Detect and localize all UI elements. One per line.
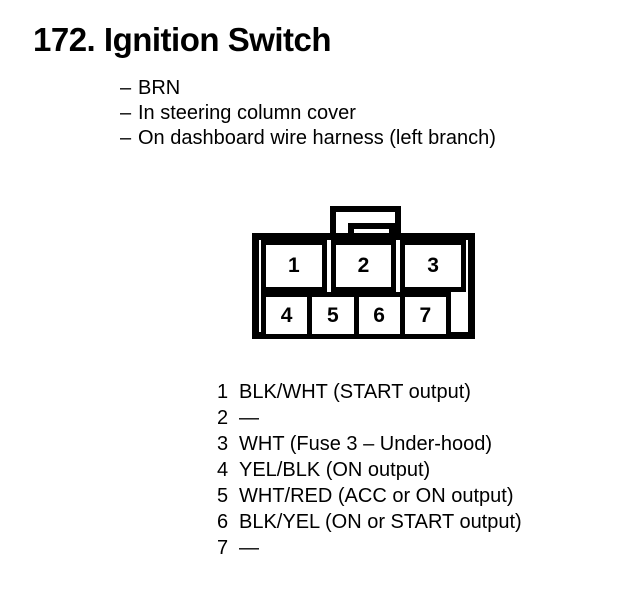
connector-pin-cell-7: 7 [399,292,451,339]
spec-list-item-label: BRN [138,77,181,99]
connector-pin-cell-2: 2 [330,240,397,292]
pin-legend: 1 BLK/WHT (START output) 2 — 3 WHT (Fuse… [217,379,522,561]
pin-legend-description: — [239,537,259,559]
connector-pin-cell-3: 3 [400,240,466,292]
connector-pin-cell-5: 5 [307,292,359,339]
spec-list-item: –BRN [120,76,496,101]
pin-legend-row: 1 BLK/WHT (START output) [217,379,522,405]
pin-legend-number: 5 [217,485,229,507]
pin-legend-description: WHT (Fuse 3 – Under-hood) [239,433,493,455]
pin-legend-number: 3 [217,433,229,455]
spec-list-item: –In steering column cover [120,101,496,126]
spec-list-item-label: In steering column cover [138,102,356,124]
pin-legend-number: 6 [217,511,229,533]
pin-legend-description: BLK/YEL (ON or START output) [239,511,522,533]
dash-marker: – [120,102,132,124]
pin-legend-row: 5 WHT/RED (ACC or ON output) [217,483,522,509]
pin-legend-description: BLK/WHT (START output) [239,381,471,403]
connector-pin-cell-4: 4 [261,292,313,339]
pin-legend-number: 2 [217,407,229,429]
pin-legend-number: 4 [217,459,229,481]
pin-legend-row: 7 — [217,535,522,561]
page-title: 172. Ignition Switch [33,21,332,58]
connector-diagram: 1 2 3 4 5 6 7 [252,206,475,339]
connector-shell: 1 2 3 4 5 6 7 [252,233,475,339]
connector-bottom-row: 4 5 6 7 [259,292,468,339]
spec-list-item: –On dashboard wire harness (left branch) [120,126,496,151]
dash-marker: – [120,127,132,149]
connector-pin-cell-1: 1 [261,240,327,292]
spec-list-item-label: On dashboard wire harness (left branch) [138,127,496,149]
pin-legend-number: 7 [217,537,229,559]
connector-latch-tab [330,206,401,242]
pin-legend-description: WHT/RED (ACC or ON output) [239,485,514,507]
pin-legend-row: 6 BLK/YEL (ON or START output) [217,509,522,535]
connector-pin-cell-6: 6 [353,292,405,339]
pin-legend-row: 3 WHT (Fuse 3 – Under-hood) [217,431,522,457]
pin-legend-description: YEL/BLK (ON output) [239,459,431,481]
connector-top-row: 1 2 3 [259,240,468,292]
spec-list: –BRN –In steering column cover –On dashb… [120,76,496,151]
pin-legend-description: — [239,407,259,429]
dash-marker: – [120,77,132,99]
pin-legend-number: 1 [217,381,229,403]
pin-legend-row: 2 — [217,405,522,431]
pin-legend-row: 4 YEL/BLK (ON output) [217,457,522,483]
